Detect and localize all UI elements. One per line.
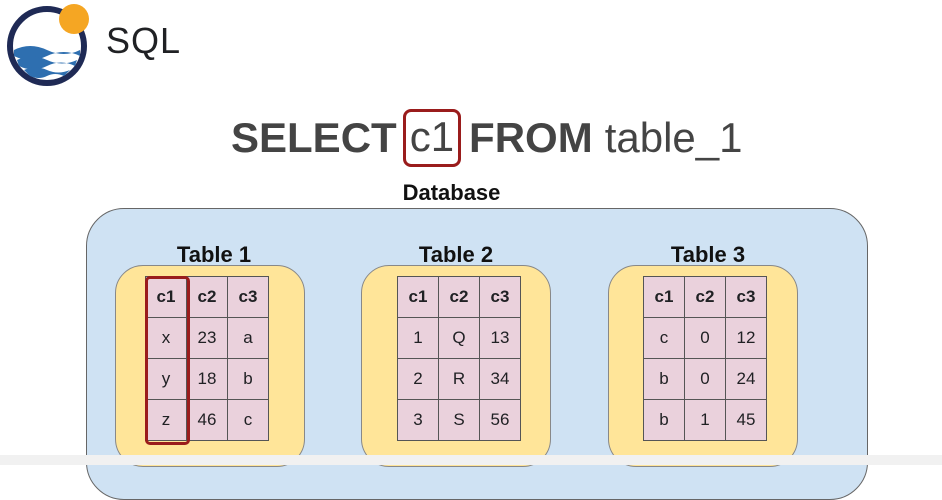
table-cell: z: [145, 399, 187, 441]
table-3-title: Table 3: [670, 242, 746, 267]
footer-strip: [0, 455, 942, 465]
table-1-title: Table 1: [176, 242, 252, 267]
table-row: z 46 c: [145, 399, 269, 441]
table-cell: c: [643, 317, 685, 359]
table-cell: 3: [397, 399, 439, 441]
table-row: 2 R 34: [397, 358, 521, 400]
table-cell: S: [438, 399, 480, 441]
table-1-header-cell: c3: [227, 276, 269, 318]
table-row: b 0 24: [643, 358, 767, 400]
table-row: 1 Q 13: [397, 317, 521, 359]
table-cell: R: [438, 358, 480, 400]
sql-logo-icon: [7, 4, 89, 86]
table-cell: 56: [479, 399, 521, 441]
table-3-header-row: c1 c2 c3: [643, 276, 767, 318]
table-cell: 0: [684, 358, 726, 400]
table-cell: 46: [186, 399, 228, 441]
table-cell: 12: [725, 317, 767, 359]
table-3-header-cell: c3: [725, 276, 767, 318]
table-cell: b: [643, 358, 685, 400]
sql-query: SELECT c1 FROM table_1: [231, 109, 743, 167]
table-cell: 23: [186, 317, 228, 359]
table-1-grid: c1 c2 c3 x 23 a y 18 b z 46 c: [145, 276, 269, 441]
table-2-title: Table 2: [418, 242, 494, 267]
table-cell: c: [227, 399, 269, 441]
table-row: c 0 12: [643, 317, 767, 359]
table-cell: 24: [725, 358, 767, 400]
query-table-name: table_1: [604, 114, 743, 161]
selected-column-highlight: [145, 276, 190, 445]
table-3-header-cell: c1: [643, 276, 685, 318]
table-cell: 18: [186, 358, 228, 400]
table-cell: 34: [479, 358, 521, 400]
table-2-header-cell: c3: [479, 276, 521, 318]
table-3-header-cell: c2: [684, 276, 726, 318]
query-from-keyword: FROM: [469, 114, 593, 161]
table-cell: x: [145, 317, 187, 359]
database-label: Database: [402, 180, 501, 205]
table-row: b 1 45: [643, 399, 767, 441]
table-2-grid: c1 c2 c3 1 Q 13 2 R 34 3 S 56: [397, 276, 521, 441]
table-cell: 45: [725, 399, 767, 441]
table-cell: a: [227, 317, 269, 359]
table-row: 3 S 56: [397, 399, 521, 441]
table-cell: 1: [397, 317, 439, 359]
table-cell: Q: [438, 317, 480, 359]
table-cell: 13: [479, 317, 521, 359]
logo-text: SQL: [106, 20, 182, 61]
query-highlighted-column: c1: [402, 109, 462, 167]
table-cell: b: [227, 358, 269, 400]
table-cell: b: [643, 399, 685, 441]
table-row: x 23 a: [145, 317, 269, 359]
table-2-header-cell: c2: [438, 276, 480, 318]
table-1-header-cell: c2: [186, 276, 228, 318]
table-3-grid: c1 c2 c3 c 0 12 b 0 24 b 1 45: [643, 276, 767, 441]
table-cell: 0: [684, 317, 726, 359]
query-select-keyword: SELECT: [231, 114, 397, 161]
table-2-header-cell: c1: [397, 276, 439, 318]
table-2-header-row: c1 c2 c3: [397, 276, 521, 318]
table-cell: 2: [397, 358, 439, 400]
table-cell: 1: [684, 399, 726, 441]
